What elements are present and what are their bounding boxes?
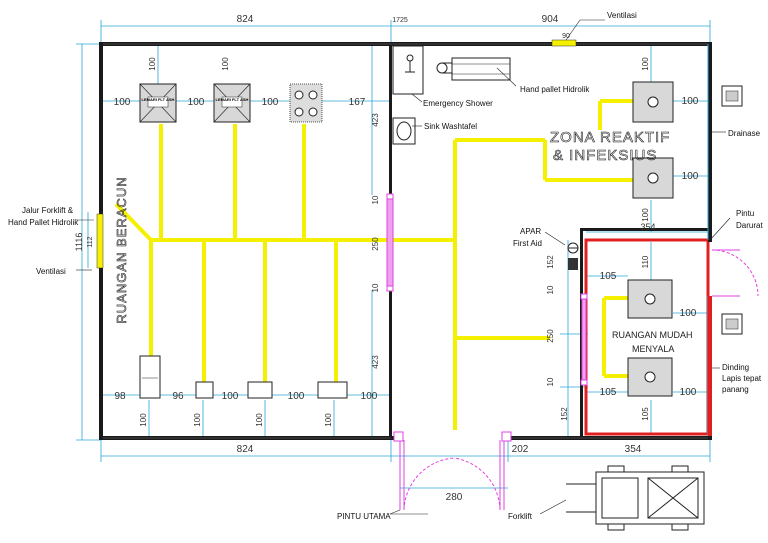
dim-a3: 100 [262,97,279,108]
dinding-label-1: Dinding [722,363,749,372]
pintu-darurat-label-2: Darurat [736,221,763,230]
dimension-lines [76,20,711,489]
dinding-label-3: panang [722,385,749,394]
dim-top-right: 904 [542,14,559,25]
dim-b1: 98 [114,391,126,402]
dim-b4: 100 [288,391,305,402]
wall-hatch [103,43,708,439]
sink-label: Sink Washtafel [424,122,477,131]
dim-b3: 100 [222,391,239,402]
jalur-label-1: Jalur Forklift & [22,206,74,215]
storage-units-bottom [139,355,348,399]
emergency-shower [392,45,424,95]
dim-c2: 100 [682,96,699,107]
dim-c3: 100 [682,171,699,182]
room-reaktif-label-2: & INFEKSIUS [553,147,657,164]
dim-a5: 100 [148,57,157,71]
drainase-label: Drainase [728,129,761,138]
room-beracun-label: RUANGAN BERACUN [114,176,129,323]
dinding-label-2: Lapis tepat [722,374,762,383]
pintu-utama-label: PINTU UTAMA [337,512,391,521]
dim-c8: 250 [546,329,555,343]
dim-c4: 100 [641,208,650,222]
dim-left-height: 1116 [74,233,84,252]
dim-b6: 100 [139,413,148,427]
room-mudah-label-2: MENYALA [632,344,674,354]
hand-pallet-label: Hand pallet Hidrolik [520,85,590,94]
ventilasi-left-label: Ventilasi [36,267,66,276]
apar-label: APAR [520,227,541,236]
dim-c9: 10 [546,377,555,386]
dim-a11: 423 [371,355,380,369]
dim-a7: 423 [371,113,380,127]
dim-c16: 105 [641,407,650,421]
dim-a8: 10 [371,195,380,204]
dim-b9: 100 [324,413,333,427]
flammable-storage [627,279,673,397]
sink [392,117,416,145]
wall-panels [721,85,743,335]
dim-c12: 110 [641,255,650,268]
forklift-label: Forklift [508,512,533,521]
cabinet-1-label: LEMARI FLT ASH [142,97,175,102]
room-mudah-label-1: RUANGAN MUDAH [612,330,693,340]
dim-top-left: 824 [237,14,254,25]
dim-c6: 152 [546,255,555,269]
first-aid-label: First Aid [513,239,542,248]
dim-a10: 10 [371,283,380,292]
ventilation-top [551,39,577,47]
flammable-cabinet-2: LEMARI FLT ASH [213,83,251,123]
dim-c7: 10 [546,285,555,294]
dim-a6: 100 [221,57,230,71]
dim-c15: 100 [680,387,697,398]
forklift-icon [566,465,705,531]
dim-c14: 105 [600,387,617,398]
dim-c5: 354 [640,222,655,232]
dim-top-mid: 1725 [392,17,408,24]
dim-c1: 100 [641,57,650,71]
dim-c13: 100 [680,308,697,319]
dim-a1: 100 [114,97,131,108]
dim-left-vent: 112 [87,236,94,247]
dim-b7: 100 [193,413,202,427]
dim-bottom-right: 354 [625,444,642,455]
flammable-cabinet-1: LEMARI FLT ASH [139,83,177,123]
hand-pallet-icon [436,57,511,81]
dim-b2: 96 [172,391,184,402]
dim-a4: 167 [349,97,366,108]
dim-vent-top: 90 [562,33,570,40]
leader-lines [76,19,731,515]
dim-b5: 100 [361,391,378,402]
emergency-shower-label: Emergency Shower [423,99,493,108]
first-aid-icon [567,242,579,270]
ventilation-left [96,213,104,269]
dim-c10: 152 [560,407,569,421]
dim-a9: 250 [371,237,380,251]
dim-b8: 100 [255,413,264,427]
dim-door: 280 [446,492,463,503]
doors [386,193,759,511]
pintu-darurat-label-1: Pintu [736,209,754,218]
aisle-lines [114,99,633,430]
jalur-label-2: Hand Pallet Hidrolik [8,218,79,227]
red-hatch-strip [708,296,712,436]
dim-a2: 100 [188,97,205,108]
drum-rack [289,83,323,123]
cabinet-2-label: LEMARI FLT ASH [216,97,249,102]
dim-c11: 105 [600,271,617,282]
room-reaktif-label-1: ZONA REAKTIF [550,129,670,146]
dim-bottom-mid: 202 [512,444,529,455]
dim-bottom-left: 824 [237,444,254,455]
reactive-storage [632,81,674,199]
ventilasi-top-label: Ventilasi [607,11,637,20]
